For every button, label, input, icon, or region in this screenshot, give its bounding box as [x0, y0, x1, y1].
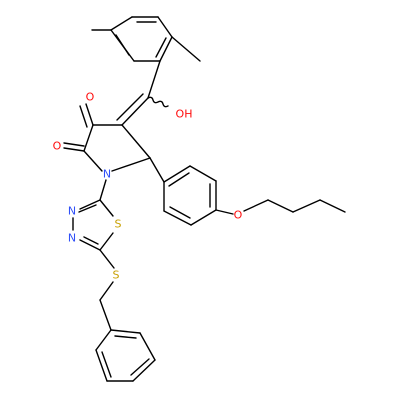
bond — [114, 335, 137, 339]
bond — [243, 199, 269, 212]
bond — [190, 209, 217, 226]
bond — [163, 165, 191, 183]
atom-s-ring: S — [115, 218, 122, 231]
bond — [267, 199, 294, 213]
bond — [95, 349, 108, 382]
bond — [116, 93, 144, 121]
bond — [132, 359, 156, 382]
bond — [163, 210, 192, 226]
bond — [149, 157, 165, 183]
bond — [83, 124, 94, 152]
bond — [159, 36, 173, 62]
bond — [121, 124, 151, 159]
bond — [110, 16, 133, 31]
atom-o-lactam: O — [53, 140, 62, 153]
bond — [63, 142, 85, 147]
bond — [292, 199, 321, 213]
bond — [99, 232, 114, 251]
atom-o-ether: O — [234, 209, 243, 222]
bond — [78, 204, 97, 213]
bond — [99, 281, 114, 301]
bond — [85, 103, 94, 126]
bond — [111, 157, 151, 172]
bond — [147, 96, 169, 108]
bond — [95, 329, 112, 351]
bond — [139, 332, 156, 361]
bond — [99, 179, 107, 201]
bond — [99, 249, 115, 269]
bond — [169, 206, 191, 219]
bond — [130, 358, 150, 376]
bond — [101, 351, 112, 378]
bond — [171, 36, 201, 62]
bond — [83, 236, 99, 245]
atom-n-thiadiazole-2: N — [68, 232, 76, 245]
bond — [121, 97, 149, 126]
atom-oh: OH — [176, 108, 193, 121]
bonds — [63, 16, 346, 382]
bond — [63, 147, 85, 152]
bond — [189, 165, 217, 182]
bond — [79, 199, 101, 210]
bond — [168, 172, 190, 187]
atom-s-thioether: S — [113, 269, 120, 282]
bond — [155, 37, 167, 58]
bond — [79, 105, 88, 128]
bond — [215, 209, 234, 215]
bond — [319, 199, 346, 213]
bond — [157, 16, 173, 38]
bond — [115, 34, 130, 56]
atom-o-ketone: O — [86, 91, 95, 104]
atom-n-thiadiazole-1: N — [68, 205, 76, 218]
bond — [147, 60, 161, 99]
bond — [110, 329, 141, 334]
bond — [79, 239, 101, 251]
bond — [99, 299, 112, 331]
bond — [83, 150, 103, 172]
atom-n-pyrrolidine: N — [103, 168, 111, 181]
atom-labels: O O OH N N N S S O — [53, 91, 243, 282]
bond — [99, 199, 114, 217]
